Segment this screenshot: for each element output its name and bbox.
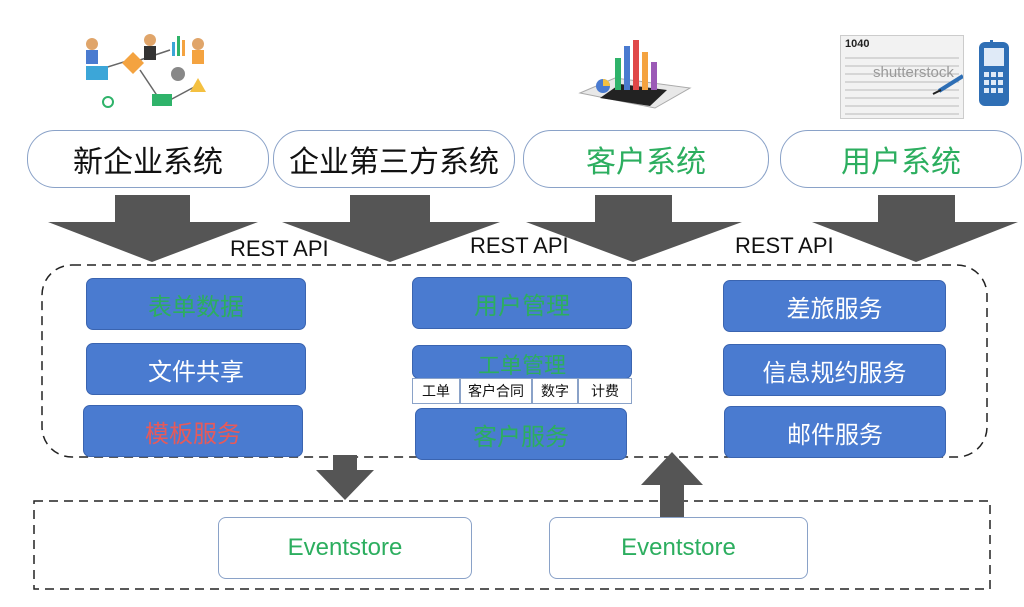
service-message-protocol: 信息规约服务 — [723, 344, 946, 396]
service-form-data: 表单数据 — [86, 278, 306, 330]
form-number: 1040 — [845, 38, 870, 50]
rest-api-label-3: REST API — [735, 233, 834, 258]
mobile-phone-icon — [979, 40, 1009, 106]
subtab-billing: 计费 — [578, 378, 632, 404]
down-arrow-icon — [282, 195, 500, 262]
system-user: 用户系统 — [780, 130, 1022, 188]
eventstore-left: Eventstore — [218, 517, 472, 579]
rest-api-label-1: REST API — [230, 236, 329, 261]
subtab-customer-contract: 客户合同 — [460, 378, 532, 404]
watermark: shutterstock — [873, 64, 954, 81]
rest-api-label-2: REST API — [470, 233, 569, 258]
down-arrow-icon — [48, 195, 258, 262]
eventstore-right: Eventstore — [549, 517, 808, 579]
service-travel: 差旅服务 — [723, 280, 946, 332]
down-arrow-to-eventstore-icon — [316, 455, 374, 500]
down-arrow-icon — [812, 195, 1018, 262]
service-template: 模板服务 — [83, 405, 303, 457]
service-ticket-management: 工单管理 — [412, 345, 632, 379]
up-arrow-from-eventstore-icon — [641, 452, 703, 517]
down-arrow-icon — [526, 195, 742, 262]
system-new-enterprise: 新企业系统 — [27, 130, 269, 188]
service-email: 邮件服务 — [724, 406, 946, 458]
subtab-ticket: 工单 — [412, 378, 460, 404]
tax-form-illustration: 1040 shutterstock — [840, 35, 964, 119]
service-user-management: 用户管理 — [412, 277, 632, 329]
chart-tablet-illustration-icon — [578, 40, 692, 109]
workflow-illustration-icon — [86, 34, 206, 108]
subtab-digital: 数字 — [532, 378, 578, 404]
system-customer: 客户系统 — [523, 130, 769, 188]
system-enterprise-third-party: 企业第三方系统 — [273, 130, 515, 188]
service-file-sharing: 文件共享 — [86, 343, 306, 395]
form-lines-icon — [845, 57, 963, 115]
eventstore-container — [33, 500, 991, 590]
service-customer-service: 客户服务 — [415, 408, 627, 460]
